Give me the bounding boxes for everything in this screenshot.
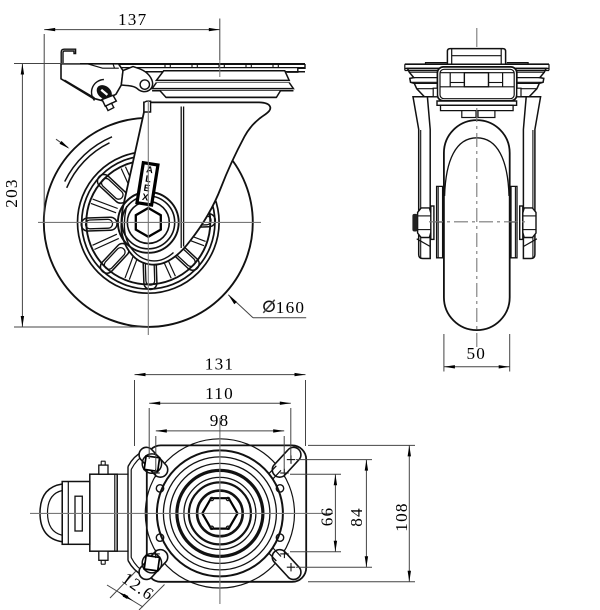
svg-text:84: 84 [347, 507, 366, 527]
svg-text:203: 203 [2, 178, 21, 207]
svg-text:131: 131 [205, 355, 234, 374]
svg-text:110: 110 [205, 384, 234, 403]
svg-text:98: 98 [210, 411, 230, 430]
svg-text:E: E [143, 182, 151, 194]
svg-text:108: 108 [392, 502, 411, 531]
svg-text:X: X [141, 191, 150, 203]
svg-text:A: A [146, 163, 155, 175]
svg-text:50: 50 [467, 344, 487, 363]
svg-text:160: 160 [276, 298, 305, 317]
svg-text:66: 66 [318, 507, 337, 527]
svg-text:137: 137 [118, 10, 147, 29]
